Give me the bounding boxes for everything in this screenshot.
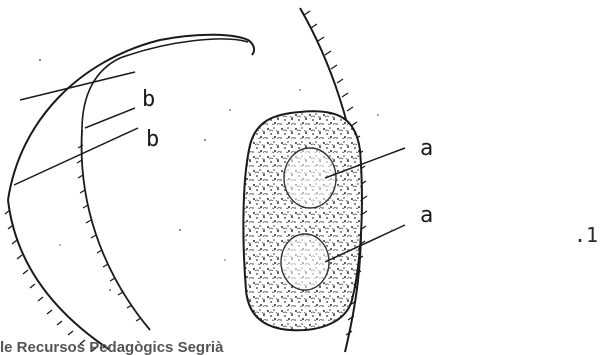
source-caption: le Recursos Pedagògics Segrià — [0, 339, 224, 355]
inner-hatched-wall — [82, 130, 150, 330]
label-a-lower: a — [420, 203, 433, 228]
outer-curve — [8, 35, 254, 200]
stippled-body — [243, 111, 362, 330]
label-b-lower: b — [146, 127, 159, 152]
leader-line-b-lower — [14, 128, 138, 185]
label-a-upper: a — [420, 136, 433, 161]
leader-line-b-top — [20, 72, 135, 100]
inner-hatch-ticks — [77, 145, 141, 321]
figure-number: .1 — [574, 223, 598, 247]
label-b-upper: b — [142, 87, 155, 112]
inner-curve — [82, 39, 248, 130]
leader-line-b-upper — [85, 108, 135, 128]
inner-cell-lower — [281, 234, 329, 290]
inner-cell-upper — [284, 148, 336, 208]
outer-hatched-wall — [8, 200, 110, 350]
